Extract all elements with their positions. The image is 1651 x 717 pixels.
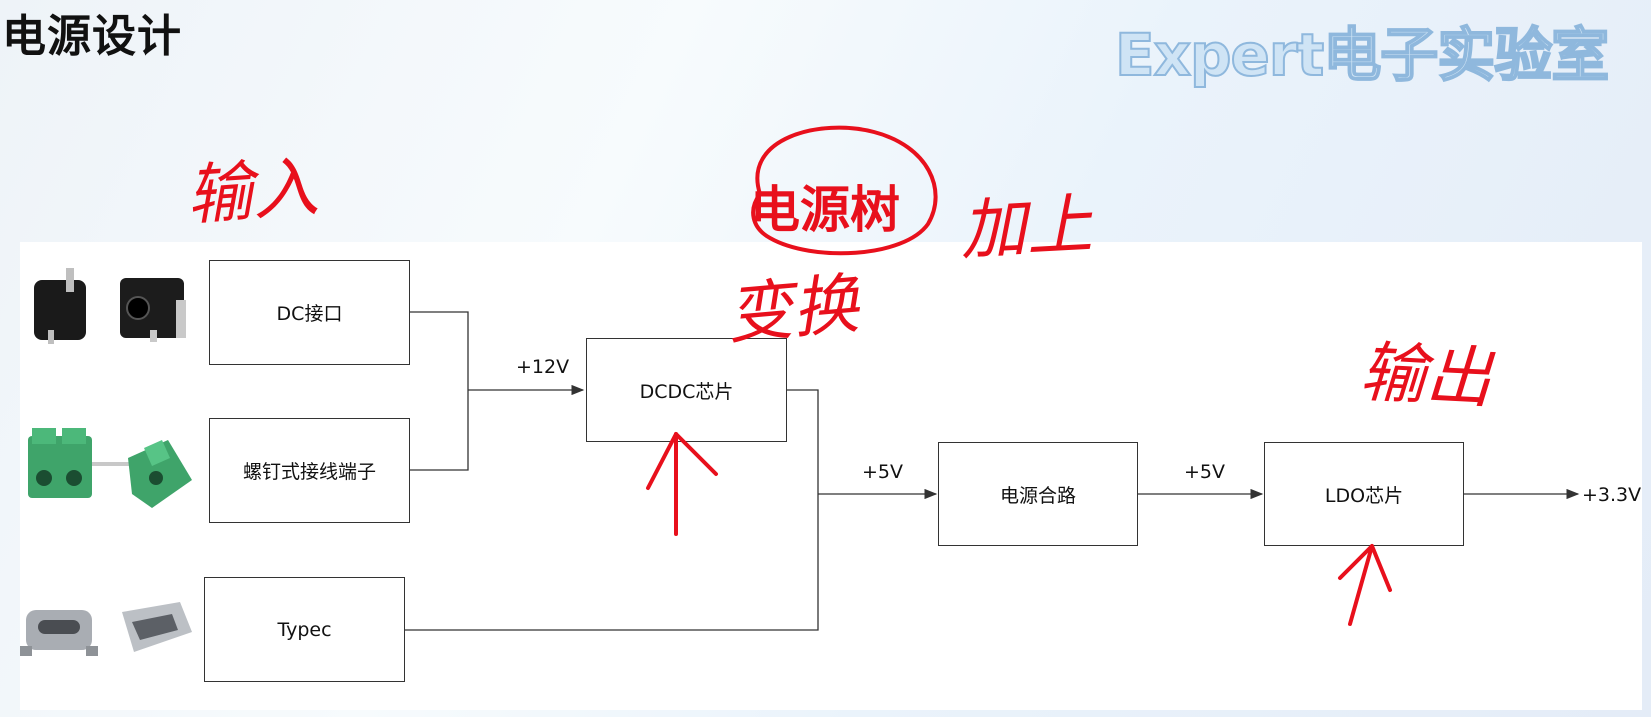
- edge-label-3v3: +3.3V: [1582, 484, 1642, 506]
- dc-jack-label: DC接口: [276, 303, 343, 325]
- dc-jack-block: DC接口: [209, 260, 410, 365]
- ldo-up-arrow-head: [1338, 544, 1392, 592]
- edge-label-5v-a: +5V: [862, 461, 904, 483]
- dcdc-up-arrow-head: [646, 432, 718, 490]
- annotation-power-tree: 电源树: [750, 180, 900, 239]
- typec-block: Typec: [204, 577, 405, 682]
- typec-label: Typec: [277, 618, 332, 641]
- dcdc-chip-block: DCDC芯片: [586, 338, 787, 442]
- dc-jack-icon: [34, 268, 186, 344]
- power-merge-block: 电源合路: [938, 442, 1138, 546]
- ldo-chip-label: LDO芯片: [1324, 484, 1404, 507]
- power-tree-circle: [751, 125, 938, 256]
- screw-terminal-block: 螺钉式接线端子: [209, 418, 410, 523]
- edge-label-5v-b: +5V: [1184, 461, 1226, 483]
- screw-terminal-label: 螺钉式接线端子: [242, 461, 376, 483]
- line-typec-out: [405, 492, 819, 631]
- ldo-chip-block: LDO芯片: [1264, 442, 1464, 546]
- page-title: 电源设计: [2, 11, 182, 62]
- typec-port-icon: [20, 602, 192, 656]
- power-merge-label: 电源合路: [999, 484, 1076, 507]
- screw-terminal-icon: [28, 428, 192, 508]
- watermark-logo: Expert电子实验室: [1114, 20, 1610, 90]
- line-screw-out: [410, 390, 469, 471]
- dcdc-chip-label: DCDC芯片: [639, 380, 734, 403]
- line-dcdc-out: [787, 389, 819, 492]
- edge-label-12v: +12V: [516, 356, 570, 378]
- ldo-up-arrow: [1348, 544, 1374, 626]
- line-dc-out: [410, 311, 469, 390]
